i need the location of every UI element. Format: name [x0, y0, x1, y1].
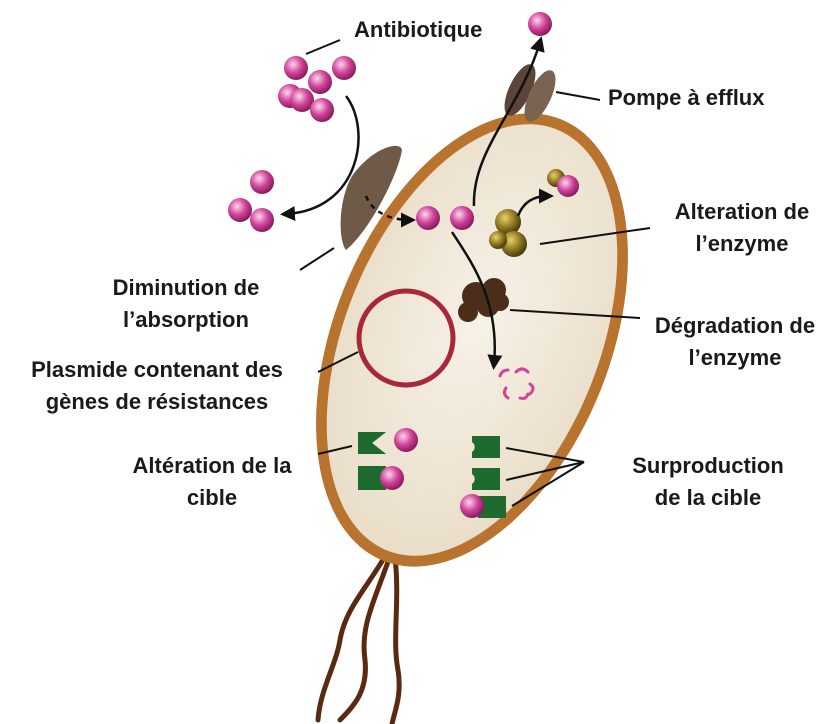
antibiotic-cluster-rejected [228, 170, 274, 232]
label-enzyme-alteration: Alteration de l’enzyme [662, 196, 822, 260]
label-efflux-pump: Pompe à efflux [608, 82, 764, 114]
label-target-alteration: Altération de la cible [112, 450, 312, 514]
label-reduced-uptake: Diminution de l’absorption [96, 272, 276, 336]
flagellum [318, 556, 399, 724]
label-target-overproduction: Surproduction de la cible [608, 450, 808, 514]
antibiotic-expelled [528, 12, 552, 36]
label-plasmid: Plasmide contenant des gènes de résistan… [12, 354, 302, 418]
bacterial-cell [255, 68, 689, 613]
antibiotic-cluster-outside [278, 56, 356, 122]
label-enzyme-degradation: Dégradation de l’enzyme [640, 310, 830, 374]
label-antibiotic: Antibiotique [354, 14, 482, 46]
